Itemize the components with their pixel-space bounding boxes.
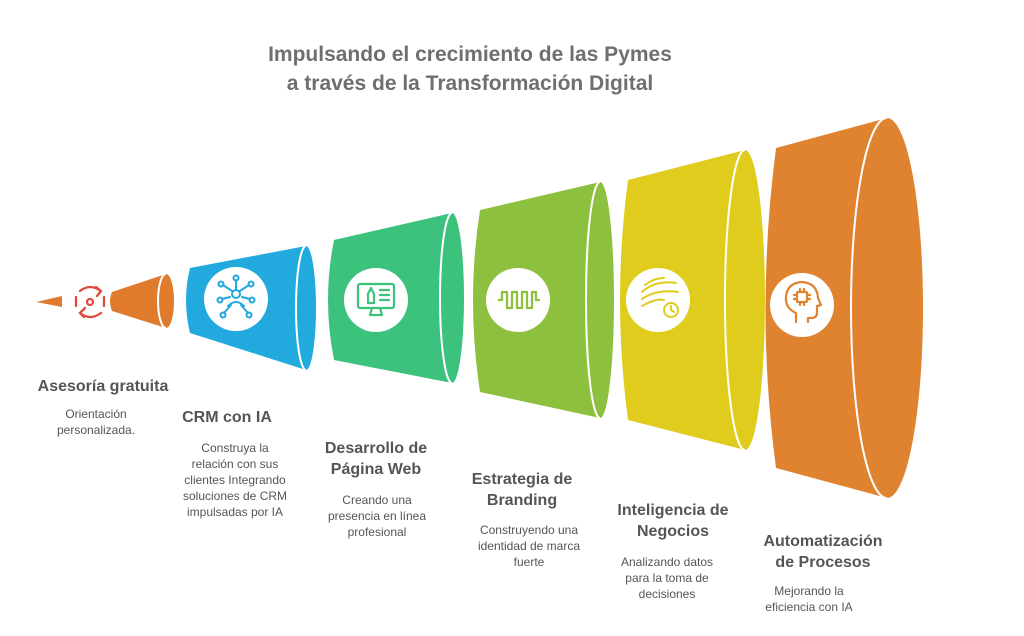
segment-rim — [585, 181, 601, 419]
stage-description: Mejorando la eficiencia con IA — [765, 584, 853, 614]
network-users-icon — [216, 274, 256, 319]
segment-body — [110, 274, 174, 328]
brand-pattern-icon — [498, 290, 540, 310]
stage-description: Construyendo una identidad de marca fuer… — [477, 523, 581, 569]
funnel-segment-crm — [173, 245, 316, 371]
stage-title: Asesoría gratuita — [37, 378, 169, 395]
stage-title: Automatización de Procesos — [763, 533, 883, 571]
stage-description: Orientación personalizada. — [56, 407, 136, 437]
support-cycle-icon — [74, 285, 106, 319]
stage-title: CRM con IA — [182, 409, 272, 426]
segment-seam — [173, 268, 179, 334]
title-line-2: a través de la Transformación Digital — [286, 72, 654, 95]
funnel-segment-web — [313, 212, 464, 384]
diagram-title: Impulsando el crecimiento de las Pymes a… — [0, 40, 940, 98]
icon-badge — [344, 268, 408, 332]
stage-description: Analizando datos para la toma de decisio… — [620, 555, 714, 601]
monitor-rocket-icon — [356, 282, 396, 317]
funnel-segment-asesoria — [36, 273, 174, 329]
segment-rim — [850, 117, 888, 499]
segment-rim — [157, 273, 167, 329]
stage-title: Estrategia de Branding — [471, 471, 573, 509]
tip-arrow — [36, 296, 62, 307]
stage-description: Construya la relación con sus clientes I… — [182, 441, 288, 519]
data-flow-clock-icon — [641, 277, 679, 318]
funnel-segment-branding — [458, 181, 614, 419]
segment-rim — [295, 245, 307, 371]
title-line-1: Impulsando el crecimiento de las Pymes — [268, 43, 672, 66]
stage-title: Inteligencia de Negocios — [617, 502, 729, 540]
ai-head-chip-icon — [784, 280, 823, 324]
segment-body — [765, 118, 923, 498]
segment-rim — [724, 149, 746, 451]
icon-badge — [770, 273, 834, 337]
segment-rim — [439, 212, 453, 384]
stage-title: Desarrollo de Página Web — [324, 440, 428, 478]
funnel-segment-automatizacion — [750, 117, 923, 499]
stage-description: Creando una presencia en línea profesion… — [327, 493, 427, 539]
funnel-segment-inteligencia — [604, 149, 765, 451]
segment-body — [620, 150, 765, 450]
